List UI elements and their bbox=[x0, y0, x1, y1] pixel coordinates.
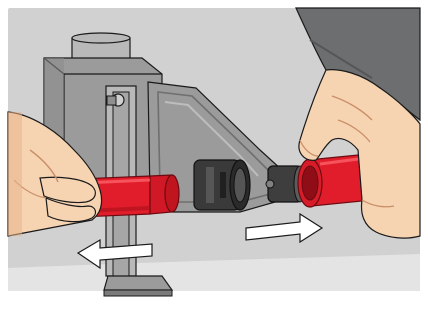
machine-foot bbox=[104, 276, 172, 290]
heating-socket-icon bbox=[194, 160, 250, 210]
adjustment-knob bbox=[107, 94, 124, 106]
